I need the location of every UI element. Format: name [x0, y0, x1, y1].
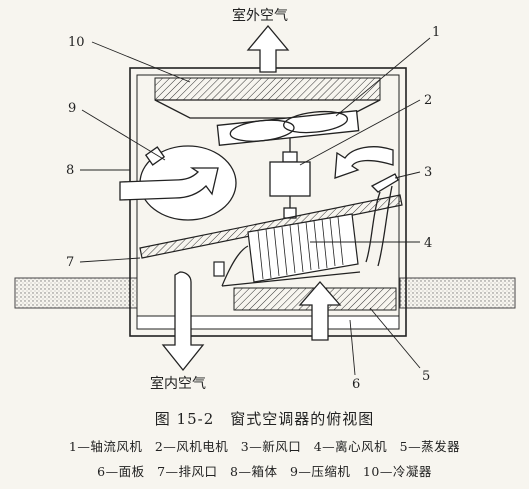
legend-item: 3—新风口 [240, 439, 302, 454]
callout-7: 7 [66, 255, 74, 270]
outdoor-air-arrow [246, 24, 290, 73]
legend-item: 5—蒸发器 [399, 439, 461, 454]
fan-motor [269, 151, 311, 219]
legend-item: 2—风机电机 [154, 439, 229, 454]
legend-item: 1—轴流风机 [68, 439, 143, 454]
legend-item: 4—离心风机 [313, 439, 388, 454]
callout-2: 2 [424, 93, 432, 108]
condenser [154, 77, 381, 119]
callout-4: 4 [424, 236, 432, 251]
fresh-air-inlet [365, 173, 399, 267]
return-air-arrow [298, 281, 342, 341]
legend-item: 7—排风口 [157, 464, 218, 479]
legend-item: 6—面板 [97, 464, 145, 479]
fresh-air-arrow [334, 146, 394, 179]
wall-right [399, 277, 516, 309]
callout-9: 9 [68, 101, 76, 116]
indoor-air-label: 室内空气 [150, 375, 206, 392]
callout-3: 3 [424, 165, 432, 180]
exhaust-damper [139, 194, 403, 259]
legend-item: 9—压缩机 [289, 464, 351, 479]
outdoor-air-label: 室外空气 [232, 7, 288, 24]
callout-6: 6 [352, 377, 360, 392]
legend-row: 6—面板 7—排风口 8—箱体 9—压缩机 10—冷凝器 [0, 461, 529, 480]
callout-5: 5 [422, 369, 430, 384]
figure-caption: 图 15-2 窗式空调器的俯视图 [154, 410, 375, 428]
legend-item: 8—箱体 [230, 464, 278, 479]
wall-left [14, 277, 138, 309]
leader-lines [79, 37, 431, 376]
indoor-air-arrow [161, 271, 205, 372]
callout-1: 1 [432, 25, 440, 40]
side-inlet-arrow [119, 167, 219, 201]
callout-10: 10 [68, 35, 85, 50]
airflow-arrows [119, 24, 394, 372]
legend-row: 1—轴流风机 2—风机电机 3—新风口 4—离心风机 5—蒸发器 [0, 436, 529, 455]
front-panel [136, 315, 400, 330]
legend-item: 10—冷凝器 [362, 464, 432, 479]
callout-8: 8 [66, 163, 74, 178]
centrifugal-fan [213, 213, 361, 287]
